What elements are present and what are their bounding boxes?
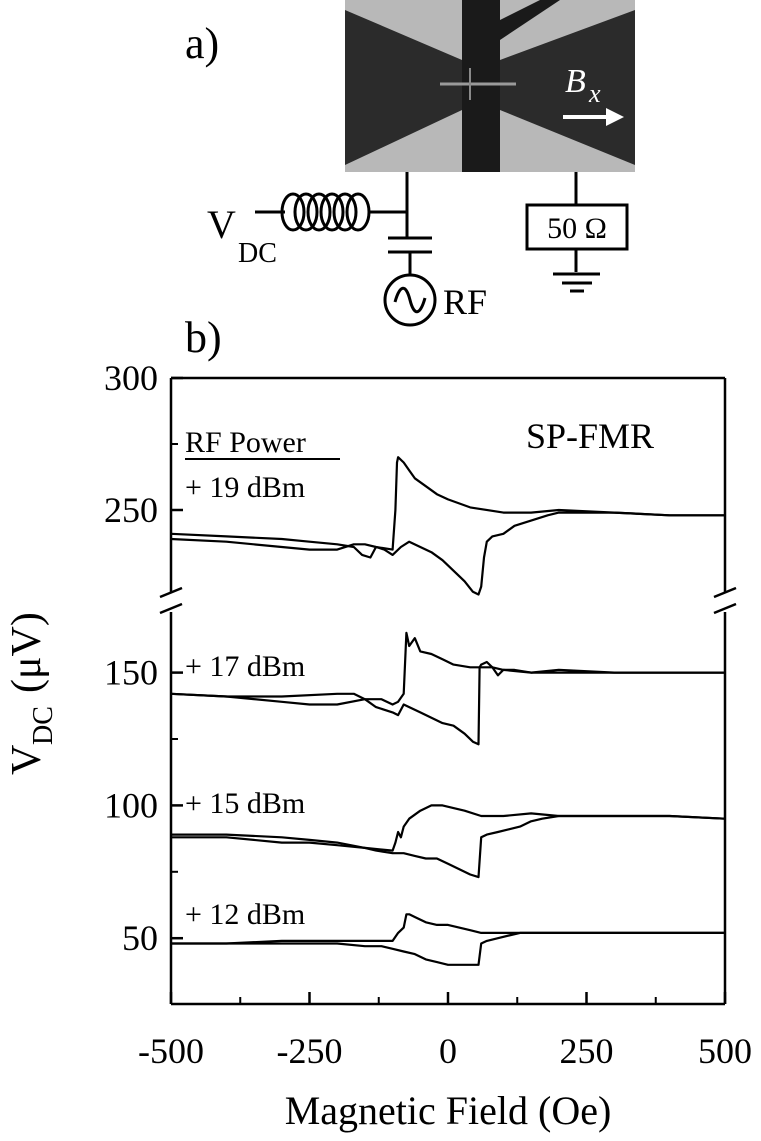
- chart-title: SP-FMR: [526, 416, 654, 456]
- y-tick-label: 150: [104, 653, 158, 693]
- x-tick-label: 500: [698, 1031, 752, 1071]
- x-tick-label: 0: [439, 1031, 457, 1071]
- series-line-4-branch-2: [171, 931, 725, 966]
- series-label: + 17 dBm: [185, 650, 305, 683]
- y-tick-label: 100: [104, 785, 158, 825]
- vdc-label: V: [207, 202, 236, 247]
- axis-break-right: [713, 586, 737, 615]
- field-direction-arrow-icon: [563, 108, 624, 126]
- y-axis-label-main: V: [4, 745, 50, 775]
- y-tick-label: 250: [104, 490, 158, 530]
- device-micrograph: [345, 0, 635, 172]
- x-tick-label: -250: [277, 1031, 343, 1071]
- y-tick-label: 50: [122, 918, 158, 958]
- series-line-2-branch-2: [170, 660, 725, 746]
- vdc-subscript: DC: [238, 238, 277, 269]
- field-symbol: B: [565, 63, 586, 100]
- resistor-box: [525, 203, 629, 251]
- x-tick-label: 250: [560, 1031, 614, 1071]
- y-axis-label: V DC (μV): [4, 612, 59, 775]
- series-line-3-branch-1: [171, 804, 726, 852]
- panel-a-label: a): [185, 19, 219, 68]
- series-line-3-branch-2: [171, 814, 726, 879]
- series-label: + 12 dBm: [185, 898, 305, 931]
- rf-source-icon: [383, 273, 437, 327]
- rf-label: RF: [443, 282, 487, 322]
- resistor-label: 50 Ω: [547, 212, 607, 245]
- y-axis-label-unit: (μV): [4, 612, 50, 693]
- inductor-icon: [280, 192, 371, 232]
- field-subscript: x: [588, 79, 601, 108]
- legend-title: RF Power: [185, 426, 306, 459]
- x-axis-label: Magnetic Field (Oe): [285, 1088, 612, 1133]
- series-labels: + 19 dBm + 17 dBm + 15 dBm + 12 dBm: [185, 471, 305, 931]
- x-tick-label: -500: [138, 1031, 204, 1071]
- series-label: + 19 dBm: [185, 471, 305, 504]
- circuit-schematic: [255, 172, 600, 293]
- y-axis-label-sub: DC: [28, 706, 59, 745]
- axis-ticks: -500 -250 0 250 500 300 250 150 100 50: [104, 358, 752, 1071]
- series-line-1-branch-1: [170, 456, 725, 551]
- series-label: + 15 dBm: [185, 787, 305, 820]
- series-line-1-branch-2: [170, 511, 725, 596]
- series-group: [170, 456, 726, 966]
- y-tick-label: 300: [104, 358, 158, 398]
- panel-b-label: b): [185, 313, 222, 362]
- axis-break-left: [159, 586, 183, 615]
